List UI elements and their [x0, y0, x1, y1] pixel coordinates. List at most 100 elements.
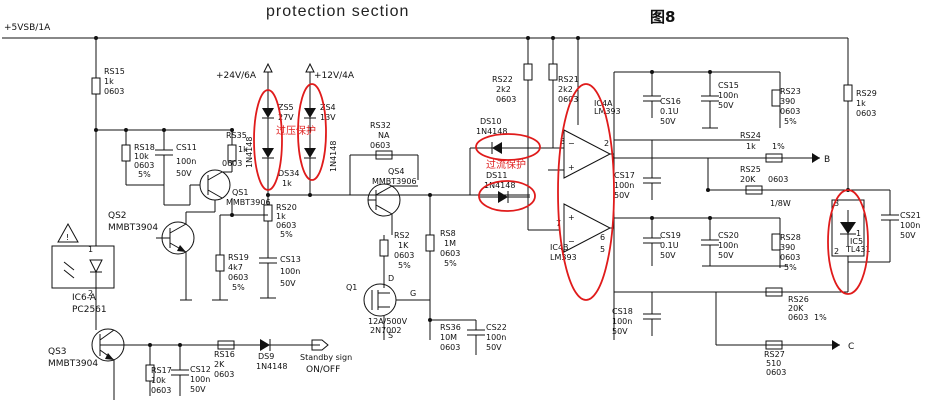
ocp-diodes: DS10 1N4148 DS11 1N4148 RS22 2k2 0603 RS… [469, 38, 579, 231]
qs3-part: MMBT3904 [48, 359, 98, 369]
q1-pin-g: G [410, 289, 416, 298]
output-c-label: C [848, 342, 854, 352]
cs19-name: CS19 [660, 231, 681, 240]
q1-name: Q1 [346, 283, 357, 292]
cs16-name: CS16 [660, 97, 681, 106]
left-section: RS15 1k 0603 RS18 10k 0603 5% CS11 100n … [48, 38, 271, 400]
vsb-rail-label: +5VSB/1A [4, 23, 51, 33]
sense-network: CS16 0.1U 50V CS15 100n 50V RS23 390 060… [612, 70, 854, 377]
v24-arrow-icon [263, 62, 273, 73]
rs24-value: 1k [746, 142, 756, 151]
rs25-power: 1/8W [770, 199, 791, 208]
rs36-name: RS36 [440, 323, 461, 332]
q1-part: 2N7002 [370, 326, 401, 335]
cs11-value: 100n [176, 157, 196, 166]
rs22-package: 0603 [496, 95, 516, 104]
ic4a-symbol [563, 129, 612, 179]
output-b-label: B [824, 155, 830, 165]
ic4a-pin3: 3 [560, 137, 565, 146]
rs8-value: 1M [444, 239, 456, 248]
cs21-name: CS21 [900, 211, 921, 220]
q1-pin-d: D [388, 274, 394, 283]
ic6-pin2: 2 [88, 289, 93, 298]
rs2-tolerance: 5% [398, 261, 411, 270]
rs29-package: 0603 [856, 109, 876, 118]
standby-label-1: Standby sign [300, 353, 352, 362]
cs17-value: 100n [614, 181, 634, 190]
section-title: protection section [266, 3, 409, 20]
rs21-name: RS21 [558, 75, 579, 84]
warning-mark: ! [66, 233, 69, 242]
ic6-pin1: 1 [88, 245, 93, 254]
ovp-annotation: 过压保护 [276, 124, 316, 137]
q1-rating: 12A/500V [368, 317, 408, 326]
ds10-name: DS10 [480, 117, 501, 126]
rs24-name: RS24 [740, 131, 761, 140]
cs22-voltage: 50V [486, 343, 502, 352]
rs16-name: RS16 [214, 350, 235, 359]
ds10-part: 1N4148 [476, 127, 507, 136]
rs8-package: 0603 [440, 249, 460, 258]
rs27-package: 0603 [766, 368, 786, 377]
qs4-part: MMBT3906 [372, 177, 417, 186]
cs17-voltage: 50V [614, 191, 630, 200]
rs19-package: 0603 [228, 273, 248, 282]
cs16-voltage: 50V [660, 117, 676, 126]
qs2-name: QS2 [108, 211, 127, 221]
rs18-tolerance: 5% [138, 170, 151, 179]
v24-label: +24V/6A [216, 71, 257, 81]
rs32-package: 0603 [370, 141, 390, 150]
zs5-voltage: 27V [278, 113, 294, 122]
qs1-name: QS1 [232, 188, 248, 197]
rs21-value: 2k2 [558, 85, 573, 94]
cs19-value: 0.1U [660, 241, 679, 250]
qs2-part: MMBT3904 [108, 223, 158, 233]
cs18-name: CS18 [612, 307, 633, 316]
rs22-name: RS22 [492, 75, 513, 84]
cs15-value: 100n [718, 91, 738, 100]
zs5-part: 1N4148 [245, 137, 254, 168]
rs8-tolerance: 5% [444, 259, 457, 268]
ic4a-name: IC4A [594, 99, 613, 108]
rs25-name: RS25 [740, 165, 761, 174]
ds11-part: 1N4148 [484, 181, 515, 190]
ic4b-plus: + [568, 213, 575, 222]
rs15-value: 1k [104, 77, 114, 86]
cs22-name: CS22 [486, 323, 507, 332]
ocp-highlight-ring-ds10 [475, 133, 541, 161]
zs4-part: 1N4148 [329, 141, 338, 172]
rs19-name: RS19 [228, 253, 249, 262]
rs18-package: 0603 [134, 161, 154, 170]
ic4b-symbol [563, 203, 612, 253]
v12-label: +12V/4A [314, 71, 355, 81]
cs20-name: CS20 [718, 231, 739, 240]
ovp-highlight-ring-24v [253, 89, 283, 191]
v12-arrow-icon [305, 62, 315, 73]
rs18-name: RS18 [134, 143, 155, 152]
ic5-pin1: 1 [856, 229, 861, 238]
rs23-value: 390 [780, 97, 795, 106]
cs13-name: CS13 [280, 255, 301, 264]
rs35-name: RS35 [226, 131, 247, 140]
rs2-value: 1K [398, 241, 409, 250]
rs19-tolerance: 5% [232, 283, 245, 292]
cs15-voltage: 50V [718, 101, 734, 110]
rs28-value: 390 [780, 243, 795, 252]
rs29-value: 1k [856, 99, 866, 108]
ic4b-pin5: 5 [600, 245, 605, 254]
rs25-value: 20K [740, 175, 756, 184]
ic4a-minus: − [568, 139, 575, 148]
cs12-value: 100n [190, 375, 210, 384]
rs36-package: 0603 [440, 343, 460, 352]
cs21-voltage: 50V [900, 231, 916, 240]
cs15-name: CS15 [718, 81, 739, 90]
zs4-voltage: 13V [320, 113, 336, 122]
ocp-highlight-ring-ds11 [478, 180, 536, 212]
cs20-value: 100n [718, 241, 738, 250]
ovp-highlight-ring-12v [297, 83, 327, 181]
qs4-name: QS4 [388, 167, 404, 176]
rs20-name: RS20 [276, 203, 297, 212]
rs35-value: 1k [238, 145, 248, 154]
standby-input-connector [311, 339, 329, 351]
ic6-name: IC6-A [72, 293, 97, 303]
